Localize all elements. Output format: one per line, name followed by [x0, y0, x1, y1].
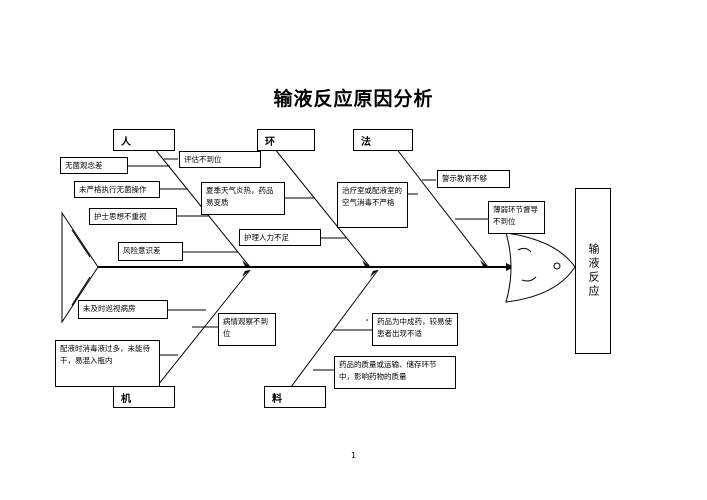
bone-ji	[149, 269, 251, 396]
category-liao-label: 料	[272, 394, 282, 405]
fish-tail	[61, 211, 99, 324]
category-liao: 料	[264, 386, 326, 408]
cause-box: 评估不到位	[179, 151, 261, 168]
bone-huan	[269, 142, 371, 268]
cause-box: 未及时巡视病房	[78, 300, 168, 319]
category-ji-label: 机	[121, 394, 131, 405]
cause-box: 病情观察不到位	[218, 313, 276, 346]
category-ren-label: 人	[121, 137, 131, 148]
effect-box: 输液反应	[575, 188, 611, 354]
bone-ren	[149, 142, 251, 268]
cause-box: 治疗室或配液室的空气消毒不严格	[337, 182, 408, 228]
bone-liao	[284, 269, 379, 396]
effect-label: 输液反应	[587, 243, 600, 299]
cause-box: 药品的质量或运输、储存环节中，影响药物的质量	[334, 356, 456, 389]
cause-box: 护理人力不足	[239, 229, 321, 246]
cause-box: 风险意识差	[118, 242, 183, 261]
diagram-title: 输液反应原因分析	[273, 88, 434, 110]
category-fa-label: 法	[361, 137, 371, 148]
category-fa: 法	[353, 129, 413, 151]
page-number: 1	[350, 451, 357, 460]
category-huan: 环	[257, 129, 315, 151]
cause-box: 药品为中成药，较易使患者出现不适	[372, 313, 458, 346]
cause-box: 护士思想不重视	[89, 208, 177, 225]
cause-box: 警示教育不够	[437, 170, 510, 188]
cause-box: 配液时消毒液过多，未能待干，易混入瓶内	[55, 340, 160, 387]
category-ren: 人	[113, 129, 175, 151]
cause-box: 无菌观念差	[60, 157, 128, 174]
category-ji: 机	[113, 386, 175, 408]
category-huan-label: 环	[265, 137, 275, 148]
bone-fa	[391, 142, 489, 268]
fish-head	[505, 232, 576, 303]
cause-box: 未严格执行无菌操作	[74, 181, 160, 198]
cause-box: 薄弱环节督导不到位	[488, 201, 545, 234]
cause-box: 夏季天气炎热，药品易变质	[201, 182, 285, 215]
